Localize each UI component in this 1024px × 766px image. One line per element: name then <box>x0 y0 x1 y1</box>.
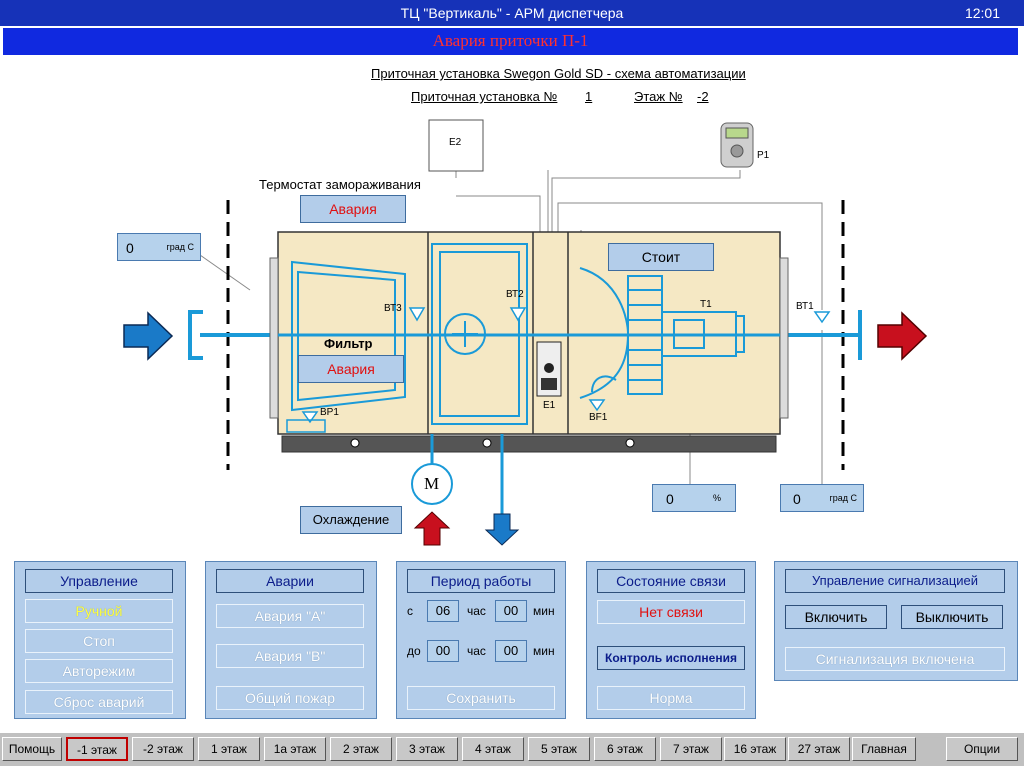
fire-alarm-indicator: Общий пожар <box>216 686 364 710</box>
filter-status: Авария <box>298 355 404 383</box>
outside-temp-display: 0 град С <box>117 233 201 261</box>
floor-5-button[interactable]: 5 этаж <box>528 737 590 761</box>
floor-1a-button[interactable]: 1а этаж <box>264 737 326 761</box>
floor-3-button[interactable]: 3 этаж <box>396 737 458 761</box>
cooling-pump-motor-icon <box>411 463 453 505</box>
to-hour-unit: час <box>467 644 486 658</box>
fan-status: Стоит <box>608 243 714 271</box>
valve-position-unit: % <box>712 493 721 503</box>
bt3-label: ВТ3 <box>384 303 402 314</box>
e2-label: E2 <box>449 137 462 148</box>
outside-temp-value: 0 <box>126 240 134 256</box>
from-minute-unit: мин <box>533 604 555 618</box>
floor-6-button[interactable]: 6 этаж <box>594 737 656 761</box>
floor-4-button[interactable]: 4 этаж <box>462 737 524 761</box>
t1-label: T1 <box>700 299 712 310</box>
from-label: с <box>407 604 413 618</box>
help-button[interactable]: Помощь <box>2 737 62 761</box>
control-panel: Управление Ручной Стоп Авторежим Сброс а… <box>14 561 186 719</box>
bf1-label: BF1 <box>589 412 608 423</box>
cooling-return-arrow <box>413 511 451 546</box>
unit-number: 1 <box>585 89 593 104</box>
frost-status: Авария <box>300 195 406 223</box>
link-state-panel: Состояние связи Нет связи Контроль испол… <box>586 561 756 719</box>
floor-label: Этаж № <box>634 89 683 104</box>
floor-27-button[interactable]: 27 этаж <box>788 737 850 761</box>
window-title: ТЦ "Вертикаль" - АРМ диспетчера <box>400 5 624 21</box>
reset-alarms-button[interactable]: Сброс аварий <box>25 690 173 714</box>
alarms-panel: Аварии Авария "А" Авария "В" Общий пожар <box>205 561 377 719</box>
from-minute-input[interactable]: 00 <box>495 600 527 622</box>
floor-2-button[interactable]: 2 этаж <box>330 737 392 761</box>
signalling-on-button[interactable]: Включить <box>785 605 887 629</box>
cooling-supply-arrow <box>484 513 520 546</box>
save-button[interactable]: Сохранить <box>407 686 555 710</box>
cooling-label: Охлаждение <box>300 506 402 534</box>
filter-label: Фильтр <box>324 336 373 351</box>
scheme-title: Приточная установка Swegon Gold SD - схе… <box>371 66 746 81</box>
bt1-label: ВТ1 <box>796 301 814 312</box>
p1-controller-icon <box>720 122 754 168</box>
p1-label: P1 <box>757 150 770 161</box>
to-minute-input[interactable]: 00 <box>495 640 527 662</box>
to-minute-unit: мин <box>533 644 555 658</box>
floor-16-button[interactable]: 16 этаж <box>724 737 786 761</box>
work-period-title: Период работы <box>407 569 555 593</box>
signalling-off-button[interactable]: Выключить <box>901 605 1003 629</box>
air-in-arrow <box>123 311 174 361</box>
floor-1-button[interactable]: 1 этаж <box>198 737 260 761</box>
bt2-label: ВТ2 <box>506 289 524 300</box>
mode-manual-button[interactable]: Ручной <box>25 599 173 623</box>
valve-position-value: 0 <box>666 491 674 507</box>
alarm-banner: Авария приточки П-1 <box>3 26 1018 55</box>
frost-thermostat-label: Термостат замораживания <box>259 177 421 192</box>
execution-status: Норма <box>597 686 745 710</box>
valve-position-display: 0 % <box>652 484 736 512</box>
motor-label: M <box>424 474 440 493</box>
e1-label: E1 <box>543 400 556 411</box>
e2-sensor-box <box>428 119 484 172</box>
air-out-arrow <box>877 311 928 361</box>
floor-7-button[interactable]: 7 этаж <box>660 737 722 761</box>
from-hour-unit: час <box>467 604 486 618</box>
link-status: Нет связи <box>597 600 745 624</box>
floor-number: -2 <box>697 89 709 104</box>
execution-control-title: Контроль исполнения <box>597 646 745 670</box>
alarm-b-indicator: Авария "В" <box>216 644 364 668</box>
title-bar: ТЦ "Вертикаль" - АРМ диспетчера 12:01 <box>0 0 1024 26</box>
supply-temp-display: 0 град С <box>780 484 864 512</box>
signalling-panel: Управление сигнализацией Включить Выключ… <box>774 561 1018 681</box>
link-state-title: Состояние связи <box>597 569 745 593</box>
unit-label: Приточная установка № <box>411 89 558 104</box>
signalling-state: Сигнализация включена <box>785 647 1005 671</box>
work-period-panel: Период работы с 06 час 00 мин до 00 час … <box>396 561 566 719</box>
alarms-panel-title: Аварии <box>216 569 364 593</box>
clock: 12:01 <box>964 5 1000 21</box>
automation-scheme <box>123 119 928 546</box>
bp1-label: ВР1 <box>320 407 339 418</box>
options-button[interactable]: Опции <box>946 737 1018 761</box>
control-panel-title: Управление <box>25 569 173 593</box>
stop-button[interactable]: Стоп <box>25 629 173 653</box>
navigation-bar: Помощь -1 этаж -2 этаж 1 этаж 1а этаж 2 … <box>0 733 1024 766</box>
main-button[interactable]: Главная <box>852 737 916 761</box>
signalling-title: Управление сигнализацией <box>785 569 1005 593</box>
outside-temp-unit: град С <box>166 242 194 252</box>
from-hour-input[interactable]: 06 <box>427 600 459 622</box>
to-label: до <box>407 644 421 658</box>
supply-temp-value: 0 <box>793 491 801 507</box>
floor-minus2-button[interactable]: -2 этаж <box>132 737 194 761</box>
auto-mode-button[interactable]: Авторежим <box>25 659 173 683</box>
to-hour-input[interactable]: 00 <box>427 640 459 662</box>
supply-temp-unit: град С <box>829 493 857 503</box>
alarm-a-indicator: Авария "А" <box>216 604 364 628</box>
floor-minus1-button[interactable]: -1 этаж <box>66 737 128 761</box>
